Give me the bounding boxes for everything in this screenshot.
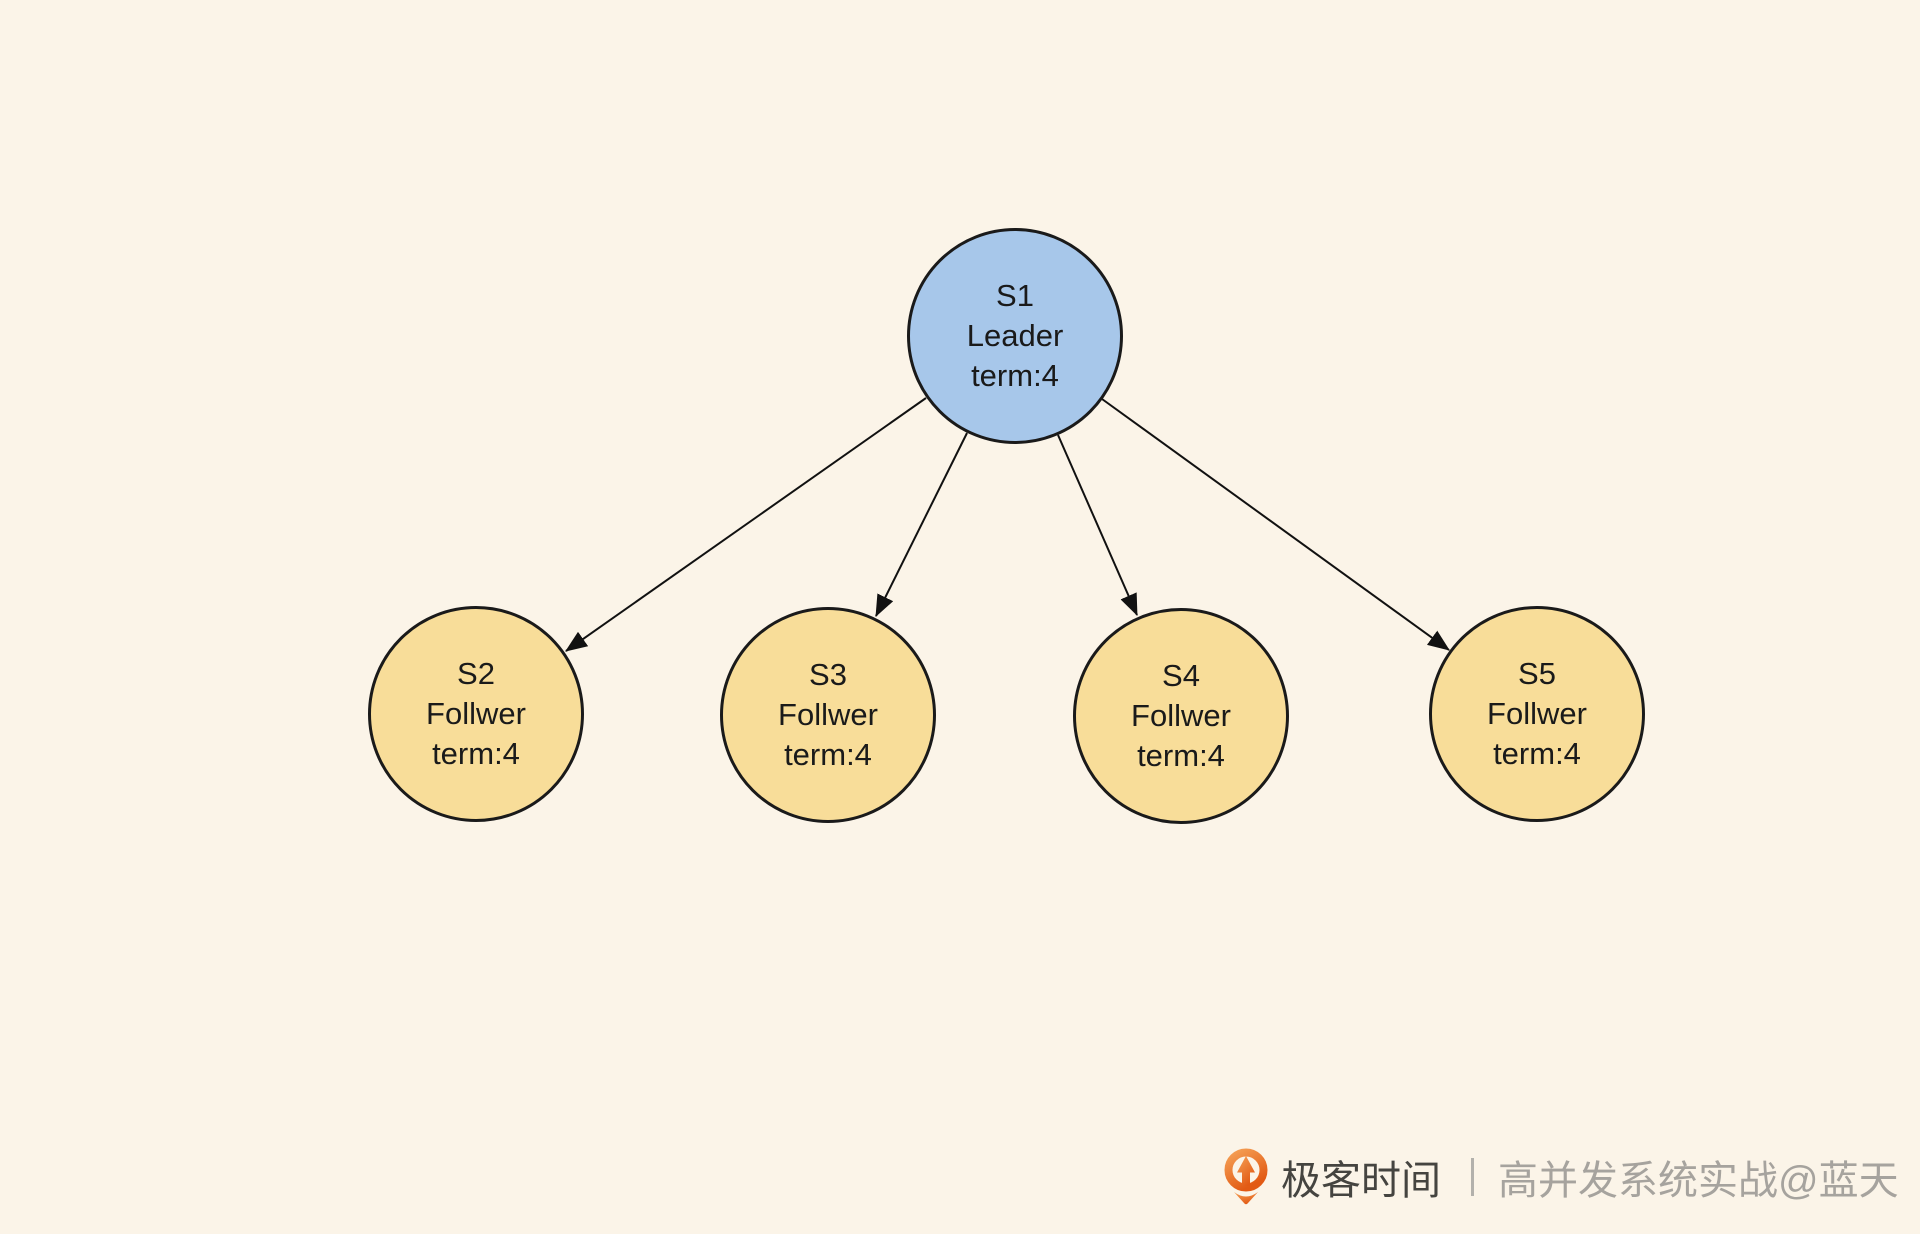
node-id-label: S2 [457, 656, 495, 691]
node-role-label: Follwer [426, 696, 526, 731]
credit-text: 高并发系统实战@蓝天 [1498, 1159, 1899, 1203]
node-id-label: S5 [1518, 656, 1556, 691]
node-s1-leader: S1 Leader term:4 [907, 228, 1123, 444]
node-s5-follower: S5 Follwer term:4 [1429, 606, 1645, 822]
node-s2-follower: S2 Follwer term:4 [368, 606, 584, 822]
geektime-logo-icon [1224, 1148, 1268, 1205]
brand-name: 极客时间 [1281, 1159, 1441, 1203]
node-role-label: Leader [966, 318, 1064, 353]
node-s4-follower: S4 Follwer term:4 [1073, 608, 1289, 824]
node-role-label: Follwer [1487, 696, 1587, 731]
arrow-s1-to-s4 [1057, 434, 1138, 617]
node-id-label: S3 [809, 657, 847, 692]
node-s3-follower: S3 Follwer term:4 [720, 607, 936, 823]
node-term-label: term:4 [971, 358, 1059, 393]
node-term-label: term:4 [1137, 738, 1225, 773]
node-term-label: term:4 [784, 737, 872, 772]
arrow-s1-to-s3 [875, 432, 968, 617]
footer-watermark: 极客时间 高并发系统实战@蓝天 [1224, 1146, 1899, 1208]
node-term-label: term:4 [1493, 736, 1581, 771]
node-role-label: Follwer [778, 697, 878, 732]
node-role-label: Follwer [1131, 698, 1231, 733]
node-id-label: S4 [1162, 658, 1200, 693]
arrow-s1-to-s2 [565, 397, 927, 652]
node-id-label: S1 [996, 278, 1034, 313]
arrow-s1-to-s5 [1101, 398, 1450, 651]
separator-bar [1471, 1158, 1474, 1196]
node-term-label: term:4 [432, 736, 520, 771]
